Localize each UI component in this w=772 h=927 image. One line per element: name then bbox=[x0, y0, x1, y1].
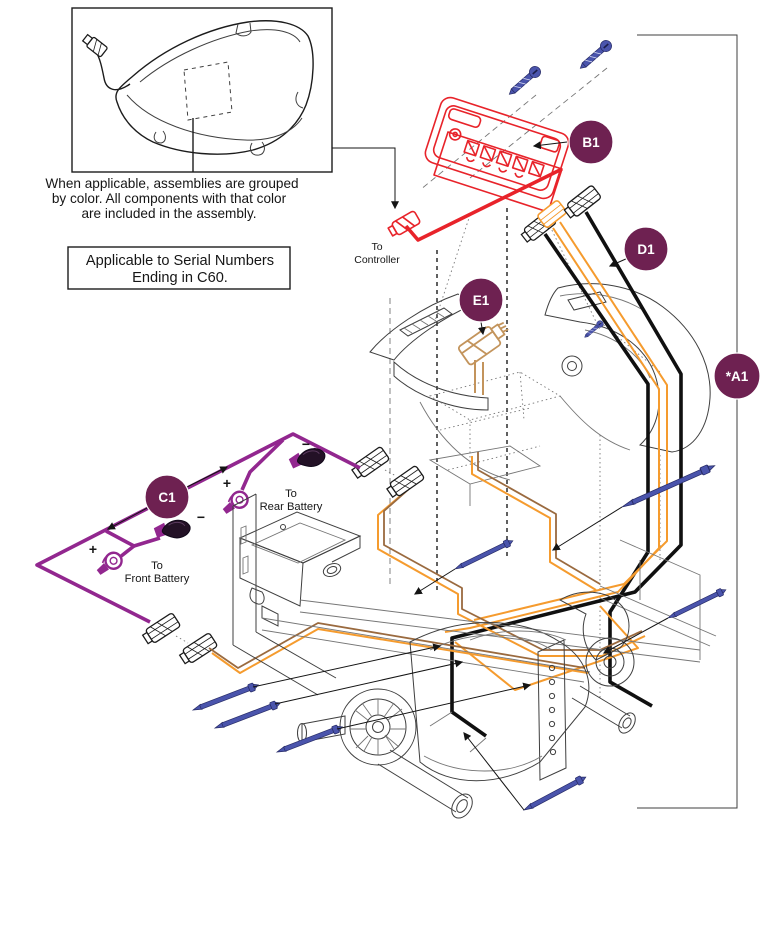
seat-harness-brown bbox=[477, 452, 601, 585]
lower-harness-orange bbox=[211, 628, 589, 674]
lower-connector-pair bbox=[140, 611, 219, 667]
slotted-bracket bbox=[537, 639, 567, 781]
serial-line-1: Applicable to Serial Numbers bbox=[86, 253, 274, 269]
to-rear-battery-line-1: To bbox=[285, 488, 297, 500]
serial-line-2: Ending in C60. bbox=[132, 270, 228, 286]
note-line-3: are included in the assembly. bbox=[81, 206, 256, 221]
callout-a1: *A1 bbox=[713, 352, 761, 400]
battery-tray bbox=[238, 511, 362, 627]
controller-assembly-red bbox=[387, 96, 570, 242]
callout-a1-label: *A1 bbox=[726, 369, 749, 384]
rear-positive-terminal bbox=[218, 487, 253, 519]
bolt-icon bbox=[191, 680, 261, 715]
bolt-icon bbox=[619, 461, 717, 512]
bolt-leader-arrow bbox=[551, 506, 623, 551]
to-controller-label: To Controller bbox=[354, 241, 400, 266]
bolt-icon bbox=[275, 722, 345, 757]
callout-e1-label: E1 bbox=[473, 293, 490, 308]
coverage-bracket bbox=[637, 34, 738, 809]
inset-leader-arrow bbox=[332, 147, 399, 210]
to-front-battery-line-2: Front Battery bbox=[125, 573, 190, 585]
mid-connector-pair bbox=[349, 445, 426, 501]
screw-top-right-icon bbox=[575, 37, 615, 74]
e1-connector-tan bbox=[457, 321, 509, 395]
bolt-leader-arrow bbox=[336, 682, 532, 730]
motor-transaxle bbox=[297, 591, 636, 819]
inset-connector bbox=[81, 33, 108, 58]
frame-assembly bbox=[232, 493, 717, 781]
to-rear-battery-line-2: Rear Battery bbox=[260, 501, 323, 513]
callout-b1-label: B1 bbox=[582, 135, 600, 150]
to-front-battery-line-1: To bbox=[151, 560, 163, 572]
bolt-icon bbox=[213, 698, 283, 733]
mounting-hardware bbox=[191, 461, 728, 814]
front-plus-sign: + bbox=[89, 541, 97, 557]
rear-plus-sign: + bbox=[223, 475, 231, 491]
front-minus-sign: − bbox=[197, 509, 205, 525]
bolt-icon bbox=[521, 773, 589, 814]
to-controller-line-1: To bbox=[371, 241, 382, 253]
callout-b1: B1 bbox=[532, 119, 614, 165]
bolt-leader-arrow bbox=[602, 617, 669, 654]
bolt-leader-arrow bbox=[274, 659, 464, 705]
callout-d1-label: D1 bbox=[637, 242, 655, 257]
rear-minus-sign: − bbox=[302, 436, 310, 452]
serial-note-box: Applicable to Serial Numbers Ending in C… bbox=[67, 246, 291, 290]
callout-c1-label: C1 bbox=[158, 490, 176, 505]
front-positive-terminal bbox=[92, 548, 127, 580]
callout-c1: C1 bbox=[106, 466, 229, 530]
assembly-note: When applicable, assemblies are grouped … bbox=[45, 176, 298, 221]
callout-d1: D1 bbox=[608, 226, 669, 272]
bolt-icon bbox=[453, 537, 515, 573]
d1-wire-black-1 bbox=[543, 232, 653, 708]
bolt-leader-arrow bbox=[463, 732, 525, 811]
seat-harness-orange bbox=[471, 456, 597, 591]
battery-harness-purple: − + − + To Rear Battery To Front Battery bbox=[35, 432, 361, 624]
bolt-leader-arrow bbox=[413, 568, 456, 595]
callout-e1: E1 bbox=[458, 277, 504, 336]
to-controller-line-2: Controller bbox=[354, 254, 400, 266]
d1-wire-orange-2 bbox=[473, 221, 668, 621]
bolt-leader-arrow bbox=[252, 643, 442, 688]
screw-top-left-icon bbox=[504, 63, 544, 100]
mid-harness-orange bbox=[377, 485, 646, 657]
bolt-icon bbox=[666, 586, 728, 622]
inset-callout-box bbox=[71, 7, 333, 173]
note-line-1: When applicable, assemblies are grouped bbox=[45, 176, 298, 191]
inset-shroud-drawing bbox=[81, 20, 314, 172]
harness-connectors-top bbox=[518, 184, 603, 245]
lower-harness-brown bbox=[208, 622, 586, 669]
controller-connector-red bbox=[387, 210, 421, 237]
mid-harness-brown bbox=[383, 480, 643, 651]
note-line-2: by color. All components with that color bbox=[52, 191, 287, 206]
